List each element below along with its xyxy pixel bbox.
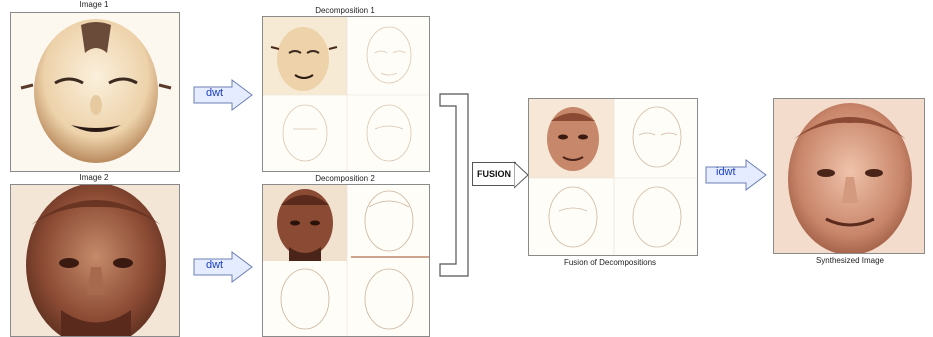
synthesized-panel — [773, 98, 925, 254]
fusion-grid — [529, 99, 697, 255]
image2-caption: Image 2 — [79, 173, 109, 182]
dwt-arrow-1 — [193, 79, 253, 111]
image2-panel — [10, 184, 180, 337]
dwt-arrow-2 — [193, 251, 253, 283]
decomposition1-panel — [262, 16, 430, 172]
fusion-label: FUSION — [476, 169, 511, 179]
synthesized-caption: Synthesized Image — [815, 256, 885, 265]
fusion-bracket — [439, 93, 469, 277]
decomposition1-grid — [263, 17, 429, 171]
decomposition1-caption: Decomposition 1 — [315, 6, 375, 15]
decomposition2-caption: Decomposition 2 — [315, 174, 375, 183]
idwt-arrow — [705, 159, 767, 191]
dwt-label-2: dwt — [206, 259, 224, 271]
decomposition2-grid — [263, 185, 429, 336]
fusion-arrow-head — [514, 161, 529, 189]
fusion-caption: Fusion of Decompositions — [563, 258, 657, 267]
noh-mask-image — [20, 19, 172, 163]
synthesized-image — [774, 99, 924, 253]
fusion-panel — [528, 98, 698, 256]
fusion-label-box: FUSION — [472, 162, 516, 186]
dwt-label-1: dwt — [206, 87, 224, 99]
image1-caption: Image 1 — [79, 0, 109, 9]
bronze-head-image — [11, 185, 179, 336]
idwt-label: idwt — [716, 166, 736, 178]
decomposition2-panel — [262, 184, 430, 337]
image1-panel — [10, 12, 180, 172]
